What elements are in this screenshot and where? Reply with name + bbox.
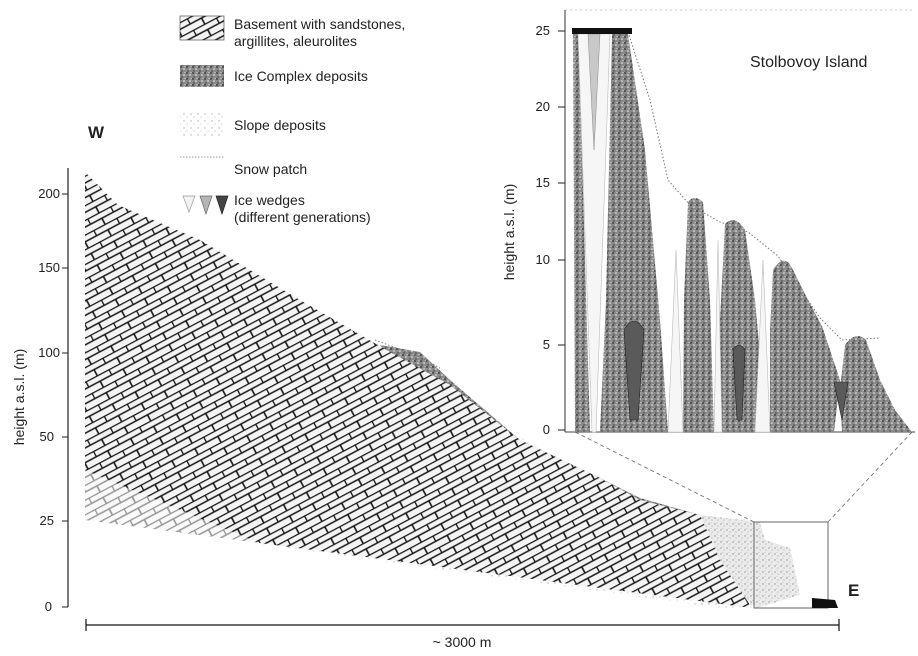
- inset-top-cap: [572, 28, 632, 34]
- snow-patch-line: [374, 339, 441, 369]
- ice-complex-column: [770, 260, 840, 432]
- legend-wedge-medium: [199, 195, 213, 216]
- legend-item-snow-patch: Snow patch: [180, 156, 307, 177]
- legend: Basement with sandstones, argillites, al…: [179, 15, 405, 225]
- ice-wedge-dark: [833, 381, 849, 421]
- basement-fade: [85, 470, 480, 608]
- y-tick-label: 25: [40, 513, 54, 528]
- legend-item-basement: Basement with sandstones, argillites, al…: [179, 15, 405, 49]
- inset-tick-label: 15: [536, 175, 550, 190]
- inset-tick-label: 10: [536, 252, 550, 267]
- ice-complex-column: [840, 336, 912, 432]
- basement-rocks: [85, 172, 752, 608]
- inset-y-ticks: 0 5 10 15 20 25: [536, 23, 565, 437]
- y-tick-label: 200: [38, 186, 60, 201]
- inset-title: Stolbovoy Island: [750, 54, 867, 71]
- ice-wedge-dark: [732, 344, 746, 421]
- legend-label: Ice wedges: [234, 192, 305, 208]
- west-label: W: [88, 123, 105, 142]
- legend-item-ice-complex: Ice Complex deposits: [180, 65, 368, 87]
- east-label: E: [848, 581, 859, 600]
- legend-swatch-brick: [179, 15, 225, 41]
- zoom-connector-left: [574, 431, 755, 523]
- inset-tick-label: 0: [543, 422, 550, 437]
- y-tick-label: 150: [38, 260, 60, 275]
- y-tick-label: 0: [45, 599, 52, 614]
- legend-label: Ice Complex deposits: [234, 68, 368, 84]
- ice-complex-deposits: [380, 345, 700, 515]
- y-tick-label: 50: [40, 429, 54, 444]
- main-y-axis-label: height a.s.l. (m): [11, 349, 27, 445]
- inset-ice-complex: [573, 34, 912, 432]
- main-profile: 0 25 50 100 150 200 height a.s.l. (m) W …: [11, 123, 913, 650]
- legend-item-ice-wedges: Ice wedges (different generations): [182, 192, 371, 225]
- legend-label: argillites, aleurolites: [234, 33, 357, 49]
- ice-complex-column: [573, 34, 590, 432]
- ice-wedge-light: [667, 249, 684, 433]
- inset-tick-label: 5: [543, 337, 550, 352]
- ice-wedge-light: [754, 259, 771, 433]
- inset-panel: 0 5 10 15 20 25 height a.s.l. (m): [501, 9, 915, 437]
- inset-tick-label: 25: [536, 23, 550, 38]
- inset-tick-label: 20: [536, 99, 550, 114]
- ice-complex-column: [600, 34, 668, 432]
- distance-label: ~ 3000 m: [433, 634, 492, 650]
- legend-wedge-dark: [215, 195, 229, 216]
- inset-ice-wedges: [577, 33, 849, 433]
- ice-complex-column: [683, 198, 714, 432]
- ice-wedge-light: [713, 239, 723, 433]
- inset-zoom-box: [753, 521, 829, 609]
- inset-y-axis-label: height a.s.l. (m): [501, 184, 517, 280]
- legend-label: Snow patch: [234, 161, 307, 177]
- legend-swatch-light-stipple: [180, 112, 224, 136]
- ice-wedge-small: [812, 598, 838, 608]
- main-y-ticks: 0 25 50 100 150 200: [38, 186, 68, 614]
- legend-label: Basement with sandstones,: [234, 16, 405, 32]
- inset-snow-line: [627, 31, 881, 341]
- legend-swatch-dark-stipple: [180, 65, 224, 87]
- y-tick-label: 100: [38, 345, 60, 360]
- legend-label: Slope deposits: [234, 117, 326, 133]
- zoom-connector-right: [827, 431, 913, 523]
- ice-complex-column: [720, 220, 767, 432]
- legend-item-slope-deposits: Slope deposits: [180, 112, 326, 136]
- legend-label: (different generations): [234, 209, 371, 225]
- ice-wedge-dark: [623, 320, 645, 421]
- legend-wedge-light: [182, 195, 196, 213]
